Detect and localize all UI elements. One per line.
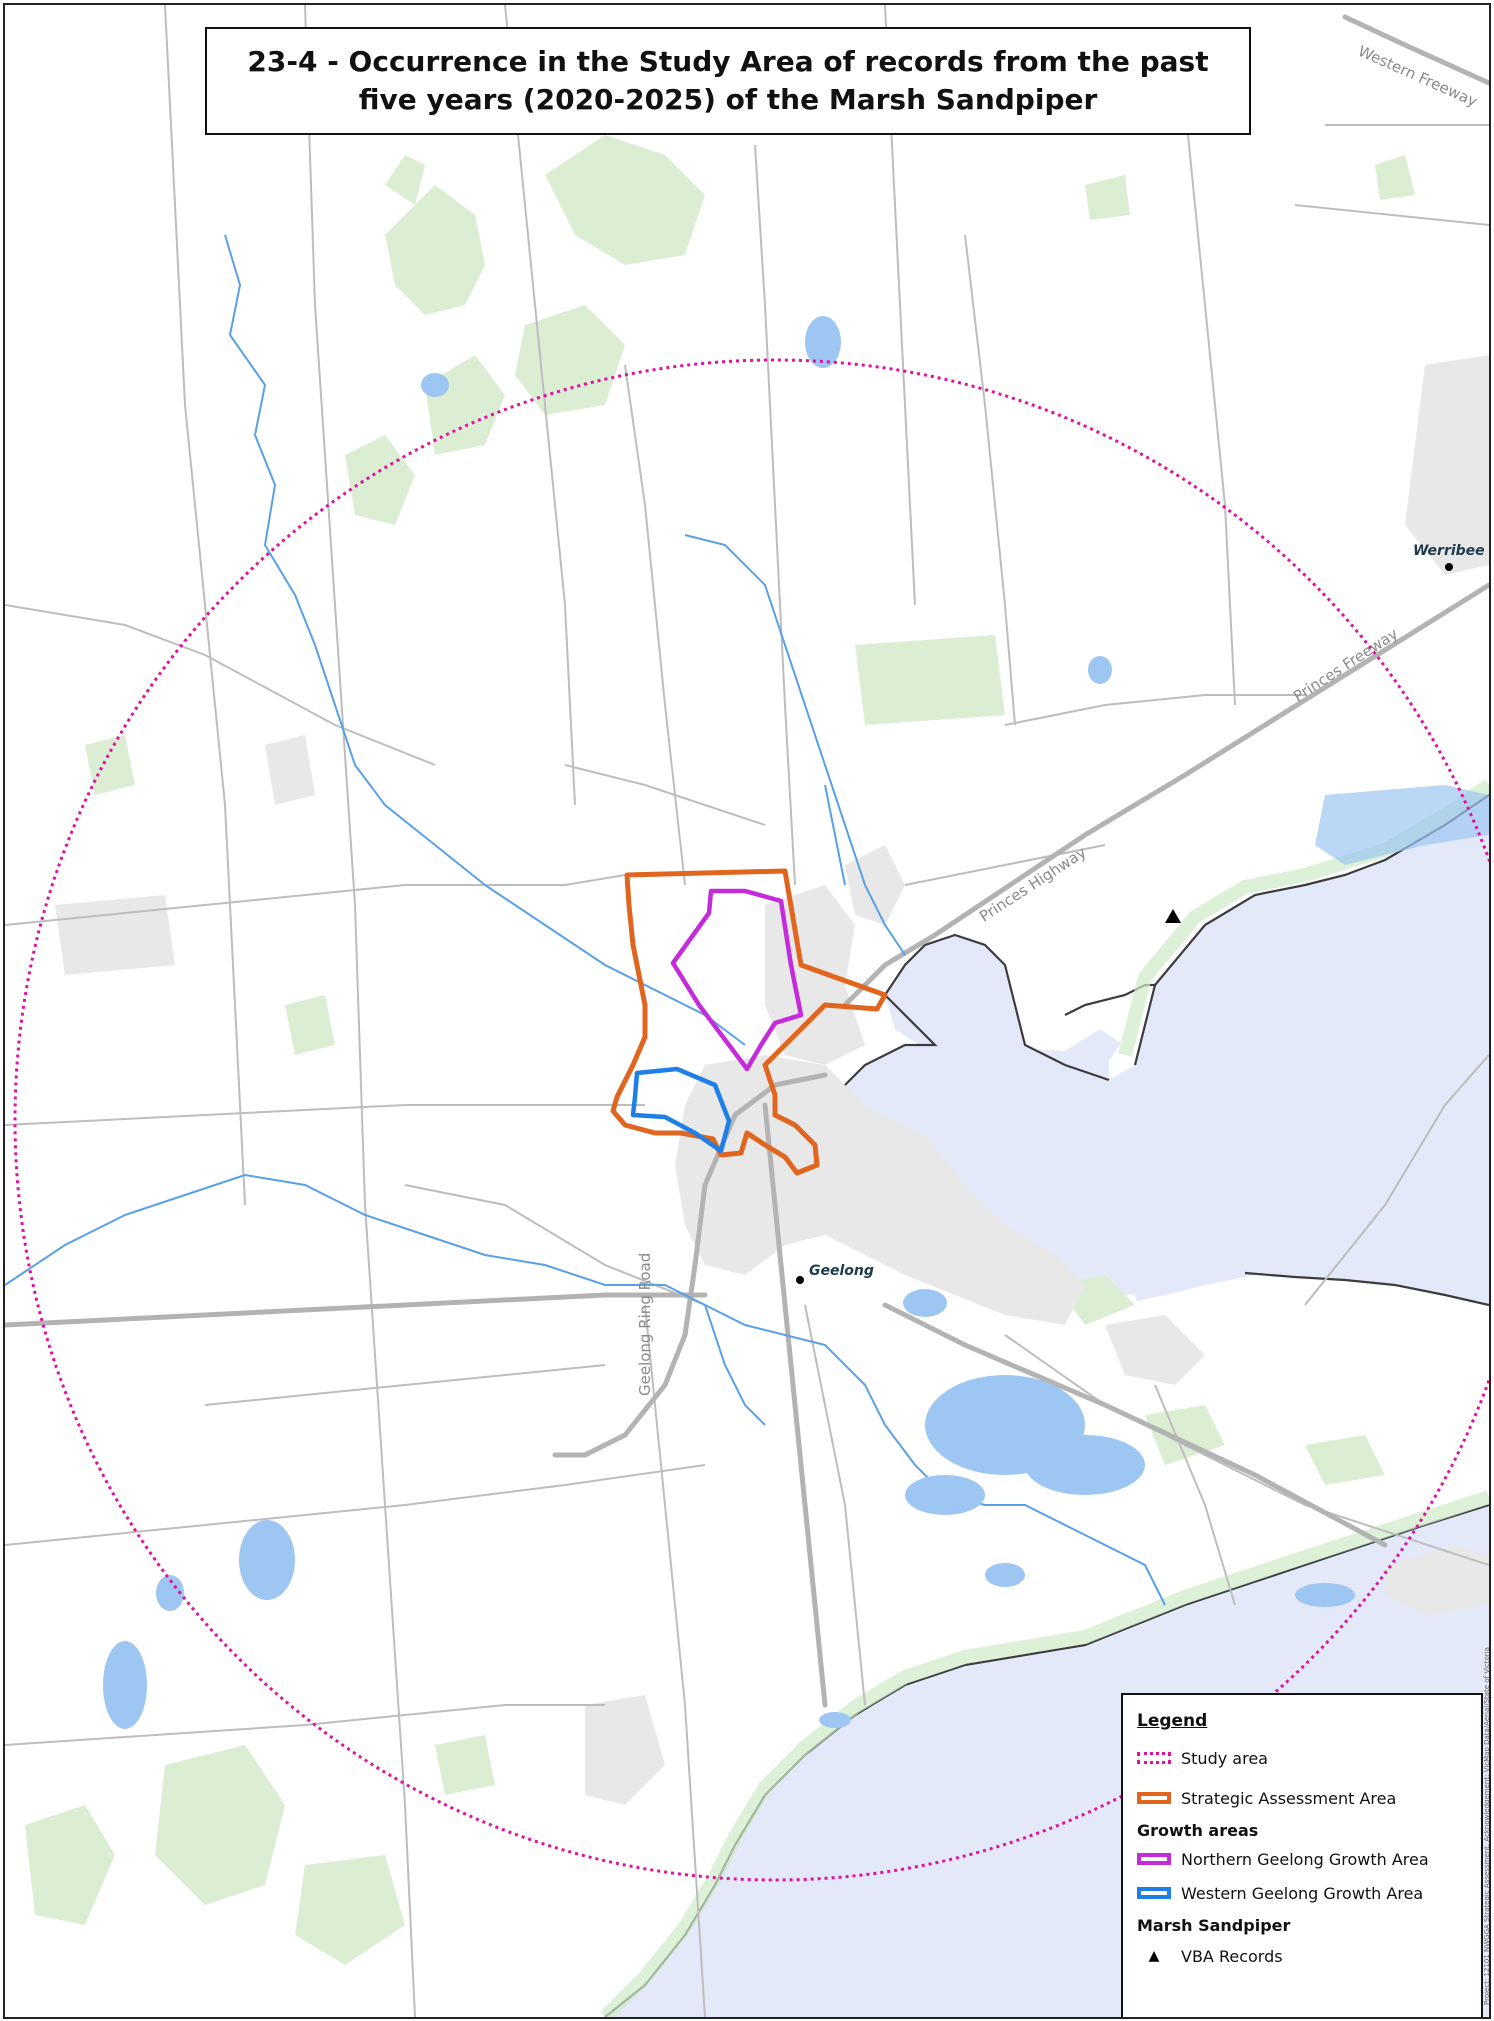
legend-label-study-area: Study area	[1181, 1748, 1268, 1768]
river-layer	[5, 234, 1166, 1606]
legend-item-northern: Northern Geelong Growth Area	[1137, 1844, 1481, 1874]
princes-freeway-line	[842, 582, 1489, 1008]
hovells-creek	[684, 534, 906, 956]
legend-item-western: Western Geelong Growth Area	[1137, 1878, 1481, 1908]
triangle-icon: ▲	[1148, 1948, 1160, 1964]
geelong-dot	[796, 1276, 804, 1284]
legend-heading-growth-areas: Growth areas	[1137, 1821, 1259, 1840]
legend-label-vba: VBA Records	[1181, 1946, 1283, 1966]
legend-item-study-area: Study area	[1137, 1743, 1481, 1773]
vba-record-marker	[1165, 909, 1181, 923]
legend-title: Legend	[1137, 1711, 1208, 1731]
study-area-boundary	[13, 358, 1489, 1882]
northern-geelong-growth-area	[670, 888, 804, 1072]
northern-swatch	[1137, 1853, 1171, 1865]
map-credit: Project: 12101 NWGGA Strategic Assessmen…	[1483, 1647, 1491, 2005]
werribee-dot	[1445, 563, 1453, 571]
legend-panel: Legend Study area Strategic Assessment A…	[1121, 1693, 1483, 2017]
werribee-label: Werribee	[1413, 543, 1485, 559]
study-area-swatch	[1137, 1752, 1171, 1764]
geelong-label: Geelong	[809, 1263, 874, 1279]
waterbody-layer	[103, 316, 1489, 1729]
barwon-river	[5, 1173, 1166, 1606]
geelong-ring-road-label: Geelong Ring Road	[636, 1252, 654, 1396]
strategic-assessment-area	[610, 868, 888, 1176]
map-frame: 23-4 - Occurrence in the Study Area of r…	[3, 3, 1491, 2019]
major-road-layer	[5, 14, 1489, 1708]
map-title-line-1: 23-4 - Occurrence in the Study Area of r…	[247, 45, 1209, 78]
map-title-box: 23-4 - Occurrence in the Study Area of r…	[205, 27, 1251, 135]
lake-1	[239, 1520, 295, 1600]
lake-2	[103, 1641, 147, 1729]
legend-label-strategic-area: Strategic Assessment Area	[1181, 1788, 1397, 1808]
legend-heading-species: Marsh Sandpiper	[1137, 1916, 1291, 1935]
western-freeway-line	[1342, 14, 1489, 86]
corio-bay	[805, 795, 1489, 1305]
moorabool-river	[224, 234, 746, 1046]
legend-label-northern: Northern Geelong Growth Area	[1181, 1849, 1429, 1869]
legend-item-strategic-area: Strategic Assessment Area	[1137, 1783, 1481, 1813]
vegetation-layer	[25, 135, 1415, 1965]
road-layer	[5, 5, 1489, 2017]
legend-item-vba: ▲ VBA Records	[1137, 1941, 1481, 1971]
geelong-ring-road-line	[552, 1072, 828, 1458]
legend-label-western: Western Geelong Growth Area	[1181, 1883, 1424, 1903]
map-title-line-2: five years (2020-2025) of the Marsh Sand…	[358, 83, 1098, 116]
western-geelong-growth-area	[630, 1066, 732, 1154]
western-swatch	[1137, 1887, 1171, 1899]
strategic-area-swatch	[1137, 1792, 1171, 1804]
map-canvas	[5, 5, 1489, 2017]
